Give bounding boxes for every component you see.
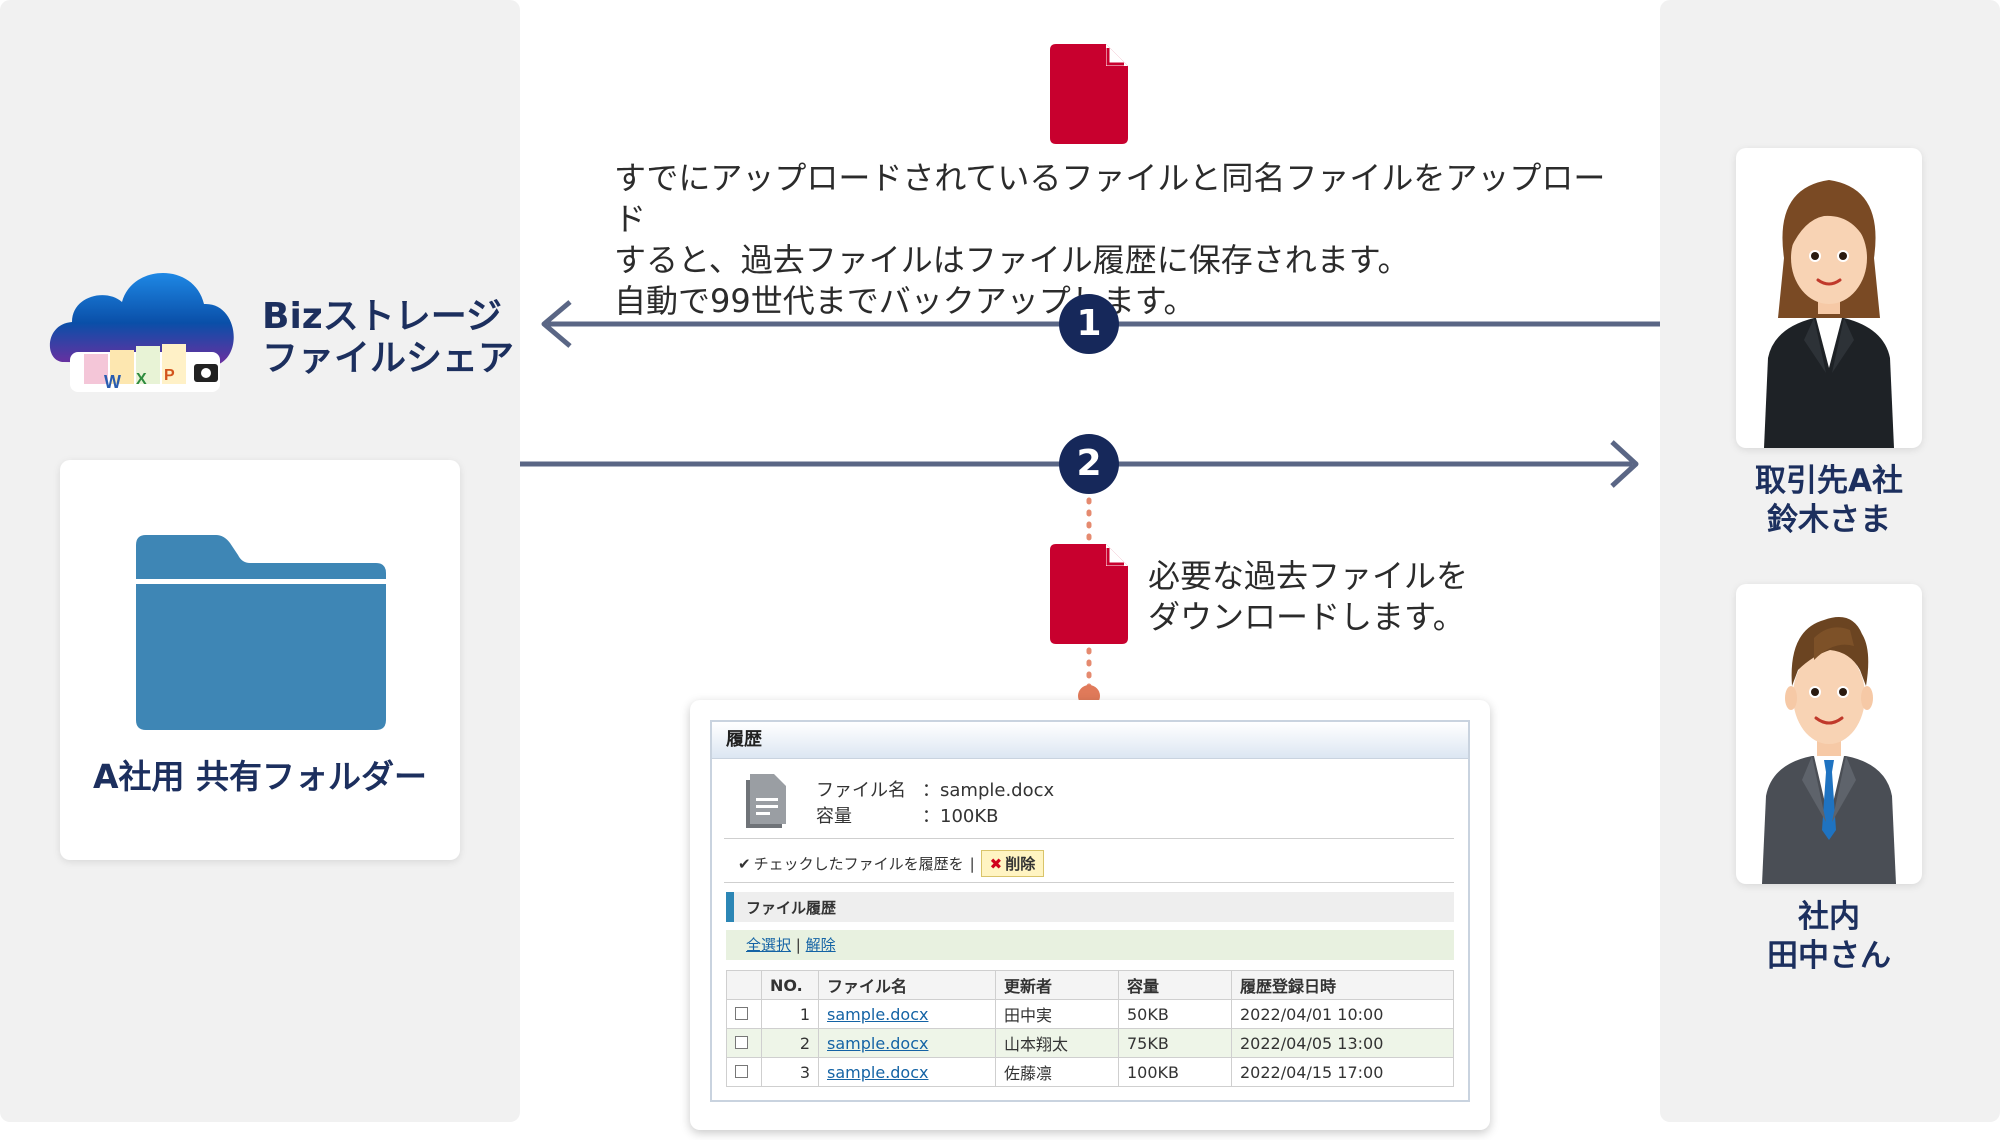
col-size: 容量 (1118, 970, 1232, 1000)
row-date: 2022/04/05 13:00 (1231, 1028, 1454, 1058)
ppt-icon: P (164, 367, 175, 384)
row-updater: 田中実 (995, 999, 1119, 1029)
history-table: NO. ファイル名 更新者 容量 履歴登録日時 1 sample.docx 田中… (726, 970, 1454, 1087)
person1-line1: 取引先A社 (1755, 463, 1903, 499)
file-name-label: ファイル名 (816, 780, 906, 801)
row-filename-link[interactable]: sample.docx (827, 1033, 929, 1053)
excel-icon: X (136, 371, 147, 388)
row-updater: 山本翔太 (995, 1028, 1119, 1058)
col-updater: 更新者 (995, 970, 1119, 1000)
col-filename: ファイル名 (818, 970, 996, 1000)
person1-line2: 鈴木さま (1767, 502, 1891, 538)
person2-name: 社内 田中さん (1736, 898, 1922, 976)
arrow-head-right (1610, 440, 1639, 488)
row-date: 2022/04/01 10:00 (1231, 999, 1454, 1029)
download-document-icon (1050, 544, 1128, 644)
row-checkbox[interactable] (735, 1006, 748, 1020)
checkbox-header (726, 970, 762, 1000)
step2-line2: ダウンロードします。 (1148, 598, 1465, 636)
table-header: NO. ファイル名 更新者 容量 履歴登録日時 (726, 970, 1454, 1000)
deselect-link[interactable]: 解除 (805, 936, 836, 954)
row-date: 2022/04/15 17:00 (1231, 1057, 1454, 1087)
checked-action-text: チェックしたファイルを履歴を (753, 855, 964, 873)
checked-action-row: ✔ チェックしたファイルを履歴を | ✖ 削除 (738, 850, 1045, 877)
step1-line1: すでにアップロードされているファイルと同名ファイルをアップロード (614, 159, 1606, 238)
person2-card (1736, 584, 1922, 884)
row-no: 3 (761, 1057, 819, 1087)
word-icon: W (104, 372, 121, 392)
checkmark-icon: ✔ (738, 854, 751, 873)
delete-button[interactable]: ✖ 削除 (980, 850, 1045, 877)
col-date: 履歴登録日時 (1231, 970, 1454, 1000)
step1-line2: すると、過去ファイルはファイル履歴に保存されます。 (614, 241, 1410, 279)
step1-number-badge: 1 (1059, 294, 1119, 354)
row-size: 100KB (1118, 1057, 1232, 1087)
delete-label: 削除 (1005, 855, 1036, 873)
history-window: 履歴 ファイル名 ：sample.docx 容量 ：100KB ✔ チェックした… (690, 700, 1490, 1130)
section-title: ファイル履歴 (746, 899, 837, 917)
selection-bar: 全選択 | 解除 (726, 930, 1454, 960)
table-row: 2 sample.docx 山本翔太 75KB 2022/04/05 13:00 (726, 1028, 1454, 1058)
col-no: NO. (761, 970, 819, 1000)
select-separator: | (795, 936, 801, 954)
row-no: 1 (761, 999, 819, 1029)
businessman-avatar-icon (1762, 617, 1896, 884)
row-filename-link[interactable]: sample.docx (827, 1004, 929, 1024)
step2-number-badge: 2 (1059, 434, 1119, 494)
brand-line1: Bizストレージ (262, 296, 503, 337)
divider (724, 838, 1454, 839)
step2-description: 必要な過去ファイルを ダウンロードします。 (1148, 556, 1468, 638)
table-row: 3 sample.docx 佐藤凛 100KB 2022/04/15 17:00 (726, 1057, 1454, 1087)
person1-card (1736, 148, 1922, 448)
file-history-section: ファイル履歴 (726, 892, 1454, 922)
arrow-head-left (541, 300, 572, 348)
row-size: 75KB (1118, 1028, 1232, 1058)
separator: | (969, 854, 975, 873)
folder-card: A社用 共有フォルダー (60, 460, 460, 860)
size-value: ：100KB (922, 806, 999, 827)
row-checkbox[interactable] (735, 1035, 748, 1049)
person2-line2: 田中さん (1767, 938, 1891, 974)
section-accent (726, 892, 734, 922)
brand-line2: ファイルシェア (262, 338, 515, 379)
step2-line1: 必要な過去ファイルを (1148, 557, 1469, 595)
folder-icon (136, 535, 386, 730)
person1-name: 取引先A社 鈴木さま (1736, 462, 1922, 540)
table-row: 1 sample.docx 田中実 50KB 2022/04/01 10:00 (726, 999, 1454, 1029)
file-icon (746, 774, 786, 828)
cloud-logo-icon: W X P (49, 273, 234, 392)
divider-2 (724, 882, 1454, 883)
row-updater: 佐藤凛 (995, 1057, 1119, 1087)
row-no: 2 (761, 1028, 819, 1058)
select-all-link[interactable]: 全選択 (746, 936, 792, 954)
row-filename-link[interactable]: sample.docx (827, 1062, 929, 1082)
businesswoman-avatar-icon (1764, 180, 1894, 448)
row-checkbox[interactable] (735, 1064, 748, 1078)
row-size: 50KB (1118, 999, 1232, 1029)
person2-line1: 社内 (1798, 899, 1860, 935)
delete-x-icon: ✖ (989, 854, 1003, 873)
document-icon (1050, 44, 1128, 144)
file-name-value: ：sample.docx (922, 780, 1055, 801)
folder-label: A社用 共有フォルダー (92, 757, 428, 796)
size-label: 容量 (816, 806, 852, 827)
history-panel: 履歴 ファイル名 ：sample.docx 容量 ：100KB ✔ チェックした… (710, 720, 1470, 1102)
brand-name: Bizストレージ ファイルシェア (262, 296, 514, 380)
history-title: 履歴 (712, 722, 1468, 759)
